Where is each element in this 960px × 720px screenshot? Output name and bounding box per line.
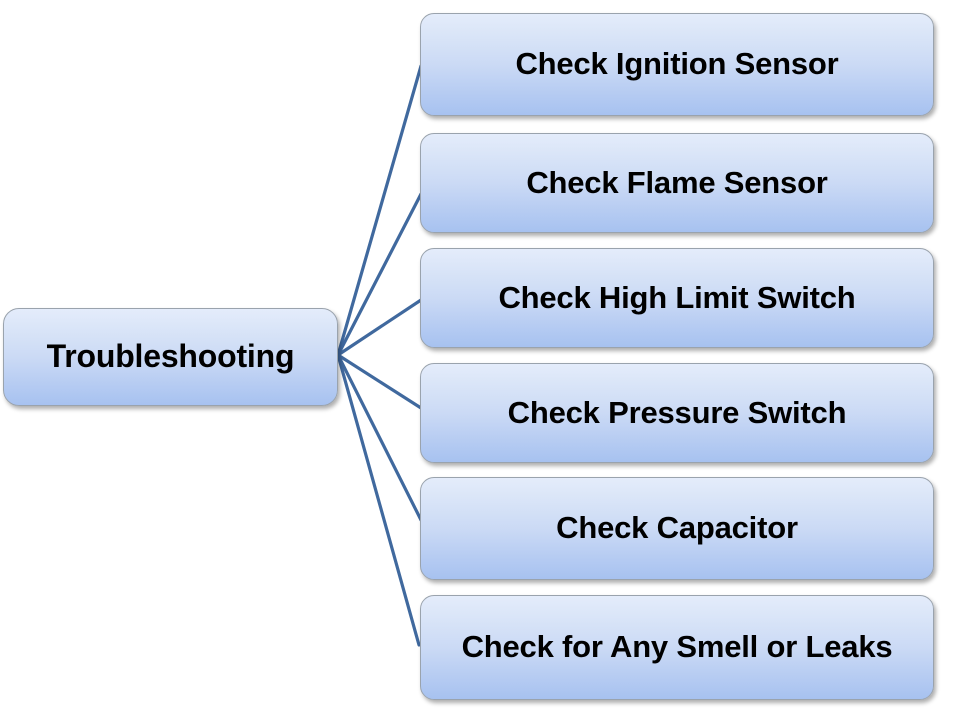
- hub-node-label: Troubleshooting: [46, 338, 295, 375]
- leaf-node-smell-or-leaks[interactable]: Check for Any Smell or Leaks: [420, 595, 934, 700]
- leaf-node-pressure-switch[interactable]: Check Pressure Switch: [420, 363, 934, 463]
- connector-line-to-smell-or-leaks: [336, 353, 421, 647]
- connector-line-to-high-limit-switch: [336, 298, 423, 357]
- leaf-node-label: Check Ignition Sensor: [515, 46, 839, 82]
- leaf-node-label: Check for Any Smell or Leaks: [461, 629, 893, 665]
- connector-line-to-ignition-sensor: [336, 64, 423, 357]
- leaf-node-ignition-sensor[interactable]: Check Ignition Sensor: [420, 13, 934, 116]
- connector-line-to-flame-sensor: [336, 192, 423, 357]
- leaf-node-label: Check Pressure Switch: [507, 394, 847, 430]
- connector-line-to-pressure-switch: [336, 353, 423, 410]
- leaf-node-label: Check Capacitor: [556, 510, 798, 546]
- leaf-node-high-limit-switch[interactable]: Check High Limit Switch: [420, 248, 934, 348]
- leaf-node-flame-sensor[interactable]: Check Flame Sensor: [420, 133, 934, 233]
- leaf-node-label: Check High Limit Switch: [498, 279, 856, 315]
- hub-node[interactable]: Troubleshooting: [3, 308, 338, 406]
- leaf-node-label: Check Flame Sensor: [526, 164, 828, 200]
- leaf-node-capacitor[interactable]: Check Capacitor: [420, 477, 934, 580]
- connector-line-to-capacitor: [336, 353, 423, 522]
